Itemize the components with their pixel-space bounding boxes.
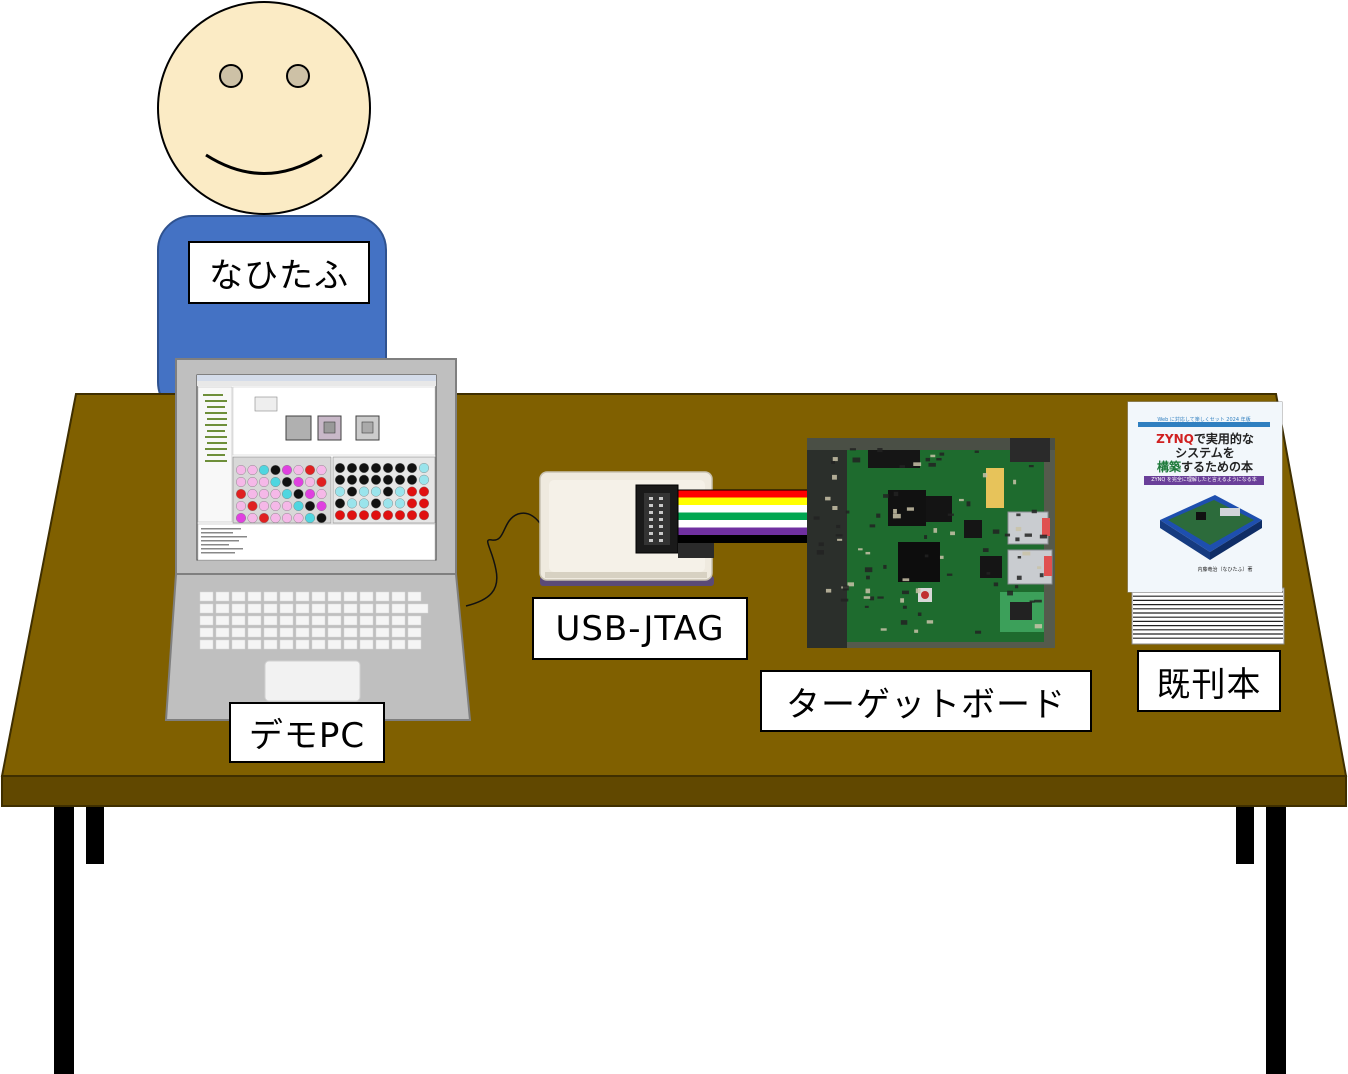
laptop [164,358,472,721]
person-face [157,1,371,215]
table-leg-back-left [86,800,104,864]
table-leg-back-right [1236,800,1254,864]
left-eye-icon [219,64,243,88]
book-title-line2: システムを [1175,446,1235,460]
target-board [807,438,1055,648]
label-person: なひたふ [188,241,370,304]
label-target-board: ターゲットボード [760,670,1092,732]
right-eye-icon [286,64,310,88]
book-title-line3-rest: するための本 [1181,460,1254,474]
touchpad [264,660,361,702]
usb-jtag-device [539,471,714,586]
book-subtitle: ZYNQ を完全に理解したと言えるようになる本 [1151,477,1257,483]
ribbon-wire [678,505,868,513]
usb-cable [465,512,543,607]
keyboard [199,591,429,650]
book-author: 内藤竜治（なひたふ）著 [1197,567,1253,573]
label-book: 既刊本 [1137,650,1281,712]
ribbon-wire [678,512,868,520]
book-title-emphasis: 構築 [1156,460,1181,474]
ribbon-wire [678,497,868,505]
table-leg-front-left [54,800,74,1074]
book-title-brand: ZYNQ [1156,432,1194,446]
book-top-banner: Web に対応して楽しくセット 2024 年版 [1157,417,1251,423]
book [1127,401,1285,645]
label-usb-jtag: USB-JTAG [532,597,748,660]
ribbon-wire [678,535,868,543]
book-cover-board-image [1160,495,1262,560]
label-demo-pc: デモPC [229,702,385,763]
ribbon-wire [678,527,868,535]
smile-icon [205,153,323,175]
table-leg-front-right [1266,800,1286,1074]
ribbon-wire [678,490,868,498]
book-title-line1: ZYNQで実用的な [1132,430,1278,447]
table-edge [1,775,1347,807]
book-title-line1-rest: で実用的な [1193,432,1254,446]
ribbon-wire [678,520,868,528]
book-title-line3: 構築するための本 [1132,458,1278,475]
